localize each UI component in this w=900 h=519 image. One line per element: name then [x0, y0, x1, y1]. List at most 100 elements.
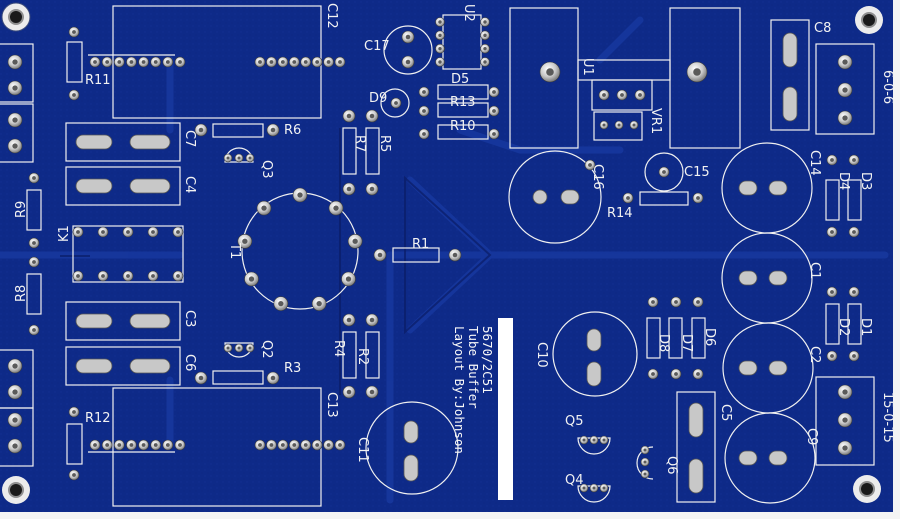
ref-d6: D6: [702, 328, 717, 347]
pad-hole: [12, 443, 18, 449]
pad-hole: [483, 60, 487, 64]
pad-hole: [270, 375, 276, 381]
pad-hole: [105, 443, 110, 447]
mounting-hole-bottom-left: [2, 476, 30, 504]
ref-r7: R7: [352, 135, 367, 153]
pad-hole: [830, 290, 834, 294]
pad-hole: [280, 60, 285, 64]
pad-hole: [632, 123, 636, 127]
connector-label-15-0-15: 15-0-15: [880, 392, 895, 443]
ref-c7: C7: [182, 130, 197, 148]
pad-hole: [151, 230, 155, 234]
ref-c16: C16: [590, 164, 605, 190]
ref-r13: R13: [450, 95, 476, 110]
pad-hole: [852, 158, 856, 162]
pad-hole: [126, 274, 130, 278]
ref-c2: C2: [807, 346, 822, 364]
oval-pad: [782, 32, 798, 68]
pad-hole: [292, 443, 297, 447]
ref-c3: C3: [182, 310, 197, 328]
pad-hole: [261, 205, 267, 211]
pad-hole: [165, 60, 170, 64]
pad-hole: [12, 85, 18, 91]
pad-hole: [483, 46, 487, 51]
pad-hole: [278, 300, 284, 307]
ref-c12: C12: [324, 3, 339, 29]
oval-pad: [403, 454, 419, 482]
ref-c4: C4: [182, 176, 197, 194]
pad-hole: [248, 276, 255, 282]
ref-r4: R4: [331, 340, 346, 358]
pad-hole: [297, 192, 303, 198]
pad-hole: [292, 60, 297, 64]
pad-hole: [101, 274, 105, 278]
pad-hole: [588, 163, 592, 167]
pad-hole: [842, 445, 848, 451]
pad-hole: [153, 60, 158, 64]
oval-pad: [75, 313, 113, 329]
pad-hole: [651, 372, 655, 376]
pad-hole: [696, 300, 700, 304]
oval-pad: [738, 360, 758, 376]
ref-r5: R5: [377, 135, 392, 153]
pad-hole: [830, 158, 834, 162]
pad-hole: [280, 443, 285, 447]
ref-c6: C6: [182, 354, 197, 372]
pad-hole: [369, 389, 375, 395]
pad-hole: [842, 389, 848, 395]
ref-d9: D9: [369, 91, 388, 106]
pad-hole: [617, 123, 621, 127]
pad-hole: [338, 443, 342, 447]
ref-r3: R3: [284, 361, 302, 376]
pad-hole: [93, 443, 97, 447]
ref-c11: C11: [355, 437, 370, 463]
pad-hole: [674, 372, 678, 376]
pad-hole: [422, 90, 426, 94]
pad-hole: [438, 46, 442, 51]
ref-d7: D7: [679, 334, 694, 353]
pad-hole: [12, 363, 18, 369]
pad-hole: [662, 170, 666, 174]
ref-d4: D4: [836, 172, 851, 191]
pad-hole: [326, 443, 331, 447]
ref-u1: U1: [580, 58, 595, 76]
pad-hole: [452, 252, 458, 258]
pad-hole: [117, 443, 122, 447]
pad-hole: [72, 473, 76, 477]
oval-pad: [129, 178, 171, 194]
pad-hole: [345, 276, 352, 282]
pad-hole: [602, 486, 606, 490]
pad-hole: [696, 372, 700, 376]
pad-hole: [269, 60, 274, 64]
pad-hole: [346, 186, 352, 192]
oval-pad: [586, 361, 602, 387]
title-line-2: Tube Buffer: [466, 326, 481, 409]
pad-hole: [546, 68, 554, 76]
pad-hole: [32, 241, 36, 245]
ref-vr1: VR1: [648, 108, 663, 135]
pad-hole: [178, 443, 182, 447]
ref-d1: D1: [858, 318, 873, 337]
pad-hole: [12, 59, 18, 65]
pad-hole: [338, 60, 342, 64]
oval-pad: [738, 180, 758, 196]
ref-d3: D3: [858, 172, 873, 191]
pad-hole: [242, 238, 248, 244]
pad-hole: [165, 443, 170, 447]
pad-hole: [93, 60, 97, 64]
oval-pad: [75, 358, 113, 374]
pad-hole: [333, 205, 339, 211]
pad-hole: [258, 60, 262, 64]
oval-pad: [75, 178, 113, 194]
oval-pad: [403, 420, 419, 444]
pad-hole: [592, 486, 596, 490]
pad-hole: [830, 230, 834, 234]
pad-hole: [483, 20, 487, 24]
pad-hole: [32, 260, 36, 264]
ref-q6: Q6: [664, 456, 679, 475]
pad-hole: [438, 60, 442, 64]
pad-hole: [492, 109, 496, 113]
pad-hole: [643, 448, 647, 452]
pad-hole: [492, 90, 496, 94]
